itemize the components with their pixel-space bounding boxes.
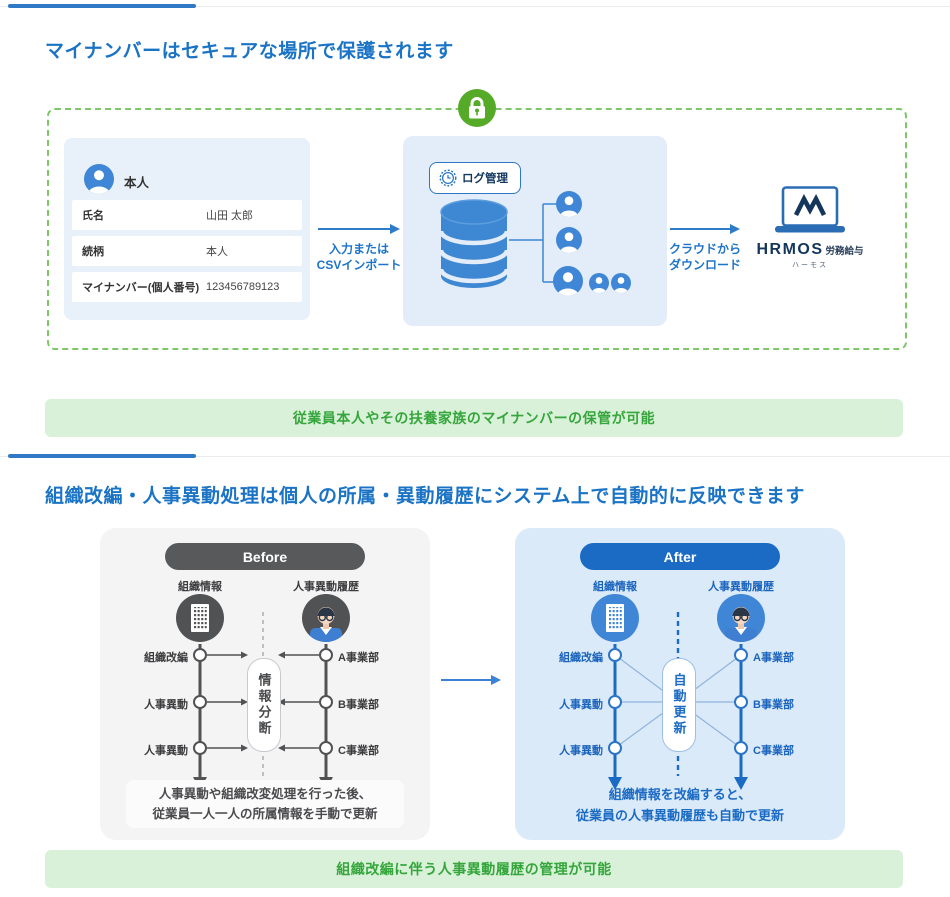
section1-banner: 従業員本人やその扶養家族のマイナンバーの保管が可能: [45, 399, 903, 437]
after-pill: After: [580, 543, 780, 570]
after-node-label: B事業部: [753, 699, 794, 711]
before-node-label: 人事異動: [144, 745, 188, 757]
before-node-label: A事業部: [338, 652, 379, 664]
hrmos-reading: ハーモス: [792, 262, 828, 269]
top-divider: [0, 6, 950, 7]
employee-avatar-icon: [302, 594, 350, 642]
after-caption: 組織情報を改編すると、 従業員の人事異動履歴も自動で更新: [575, 787, 784, 823]
section2-banner: 組織改編に伴う人事異動履歴の管理が可能: [45, 850, 903, 888]
user-icon: [553, 266, 583, 296]
user-icon-small: [611, 273, 631, 293]
before-center-pill: 情報分断: [247, 658, 281, 752]
after-panel: After 組織情報 人事異動履歴 組織改編 人事異動 人事異動 A事業部 B事…: [515, 528, 845, 840]
before-node-label: 組織改編: [144, 652, 188, 664]
before-col-org: 組織情報: [178, 581, 222, 593]
section1-heading: マイナンバーはセキュアな場所で保護されます: [45, 41, 454, 62]
hrmos-wordmark: HRMOS: [756, 241, 824, 258]
section-divider-accent: [8, 454, 196, 458]
section2-heading: 組織改編・人事異動処理は個人の所属・異動履歴にシステム上で自動的に反映できます: [45, 486, 805, 507]
user-icon: [556, 191, 582, 217]
card-row-name: 氏名 山田 太郎: [72, 200, 302, 230]
building-icon: [176, 594, 224, 642]
before-caption: 人事異動や組織改変処理を行った後、 従業員一人一人の所属情報を手動で更新: [126, 780, 404, 828]
row-value: 山田 太郎: [206, 210, 254, 222]
before-panel: Before 組織情報 人事異動履歴 組織改編 人事異動 人事異動 A事業部 B…: [100, 528, 430, 840]
after-node-label: A事業部: [753, 652, 794, 664]
after-node-label: C事業部: [753, 745, 794, 757]
top-divider-accent: [8, 4, 196, 8]
log-management-badge: ログ管理: [429, 162, 521, 194]
before-node-label: 人事異動: [144, 699, 188, 711]
row-value: 本人: [206, 246, 228, 258]
before-node-label: B事業部: [338, 699, 379, 711]
clock-icon: [439, 169, 457, 187]
row-label: マイナンバー(個人番号): [82, 282, 200, 294]
before-pill: Before: [165, 543, 365, 570]
after-center-pill: 自動更新: [662, 658, 696, 752]
row-label: 氏名: [82, 210, 104, 222]
before-after-arrow-icon: [441, 673, 501, 691]
laptop-icon: [775, 186, 845, 233]
log-badge-label: ログ管理: [462, 173, 508, 185]
section-divider: [0, 456, 950, 457]
download-arrow-label: クラウドから ダウンロード: [668, 242, 741, 272]
after-node-label: 組織改編: [559, 652, 603, 664]
employee-card: 本人 氏名 山田 太郎 続柄 本人 マイナンバー(個人番号) 123456789…: [64, 138, 310, 320]
person-icon: [84, 164, 114, 194]
hrmos-suffix: 労務給与: [825, 246, 864, 257]
after-node-label: 人事異動: [559, 699, 603, 711]
import-arrow-icon: [318, 222, 400, 240]
database-box: ログ管理: [403, 136, 667, 326]
lock-icon: [458, 89, 496, 127]
db-connector-lines: [509, 203, 557, 283]
before-node-label: C事業部: [338, 745, 379, 757]
after-node-label: 人事異動: [559, 745, 603, 757]
person-label: 本人: [124, 176, 150, 190]
after-col-history: 人事異動履歴: [708, 581, 774, 593]
row-label: 続柄: [82, 246, 104, 258]
user-icon-small: [589, 273, 609, 293]
database-icon: [437, 198, 511, 297]
user-icon: [556, 227, 582, 253]
employee-avatar-icon: [717, 594, 765, 642]
row-value: 123456789123: [206, 281, 280, 293]
before-col-history: 人事異動履歴: [293, 581, 359, 593]
import-arrow-label: 入力または CSVインポート: [316, 242, 402, 272]
card-row-relation: 続柄 本人: [72, 236, 302, 266]
building-icon: [591, 594, 639, 642]
card-row-mynumber: マイナンバー(個人番号) 123456789123: [72, 272, 302, 302]
download-arrow-icon: [670, 222, 740, 240]
after-col-org: 組織情報: [593, 581, 637, 593]
